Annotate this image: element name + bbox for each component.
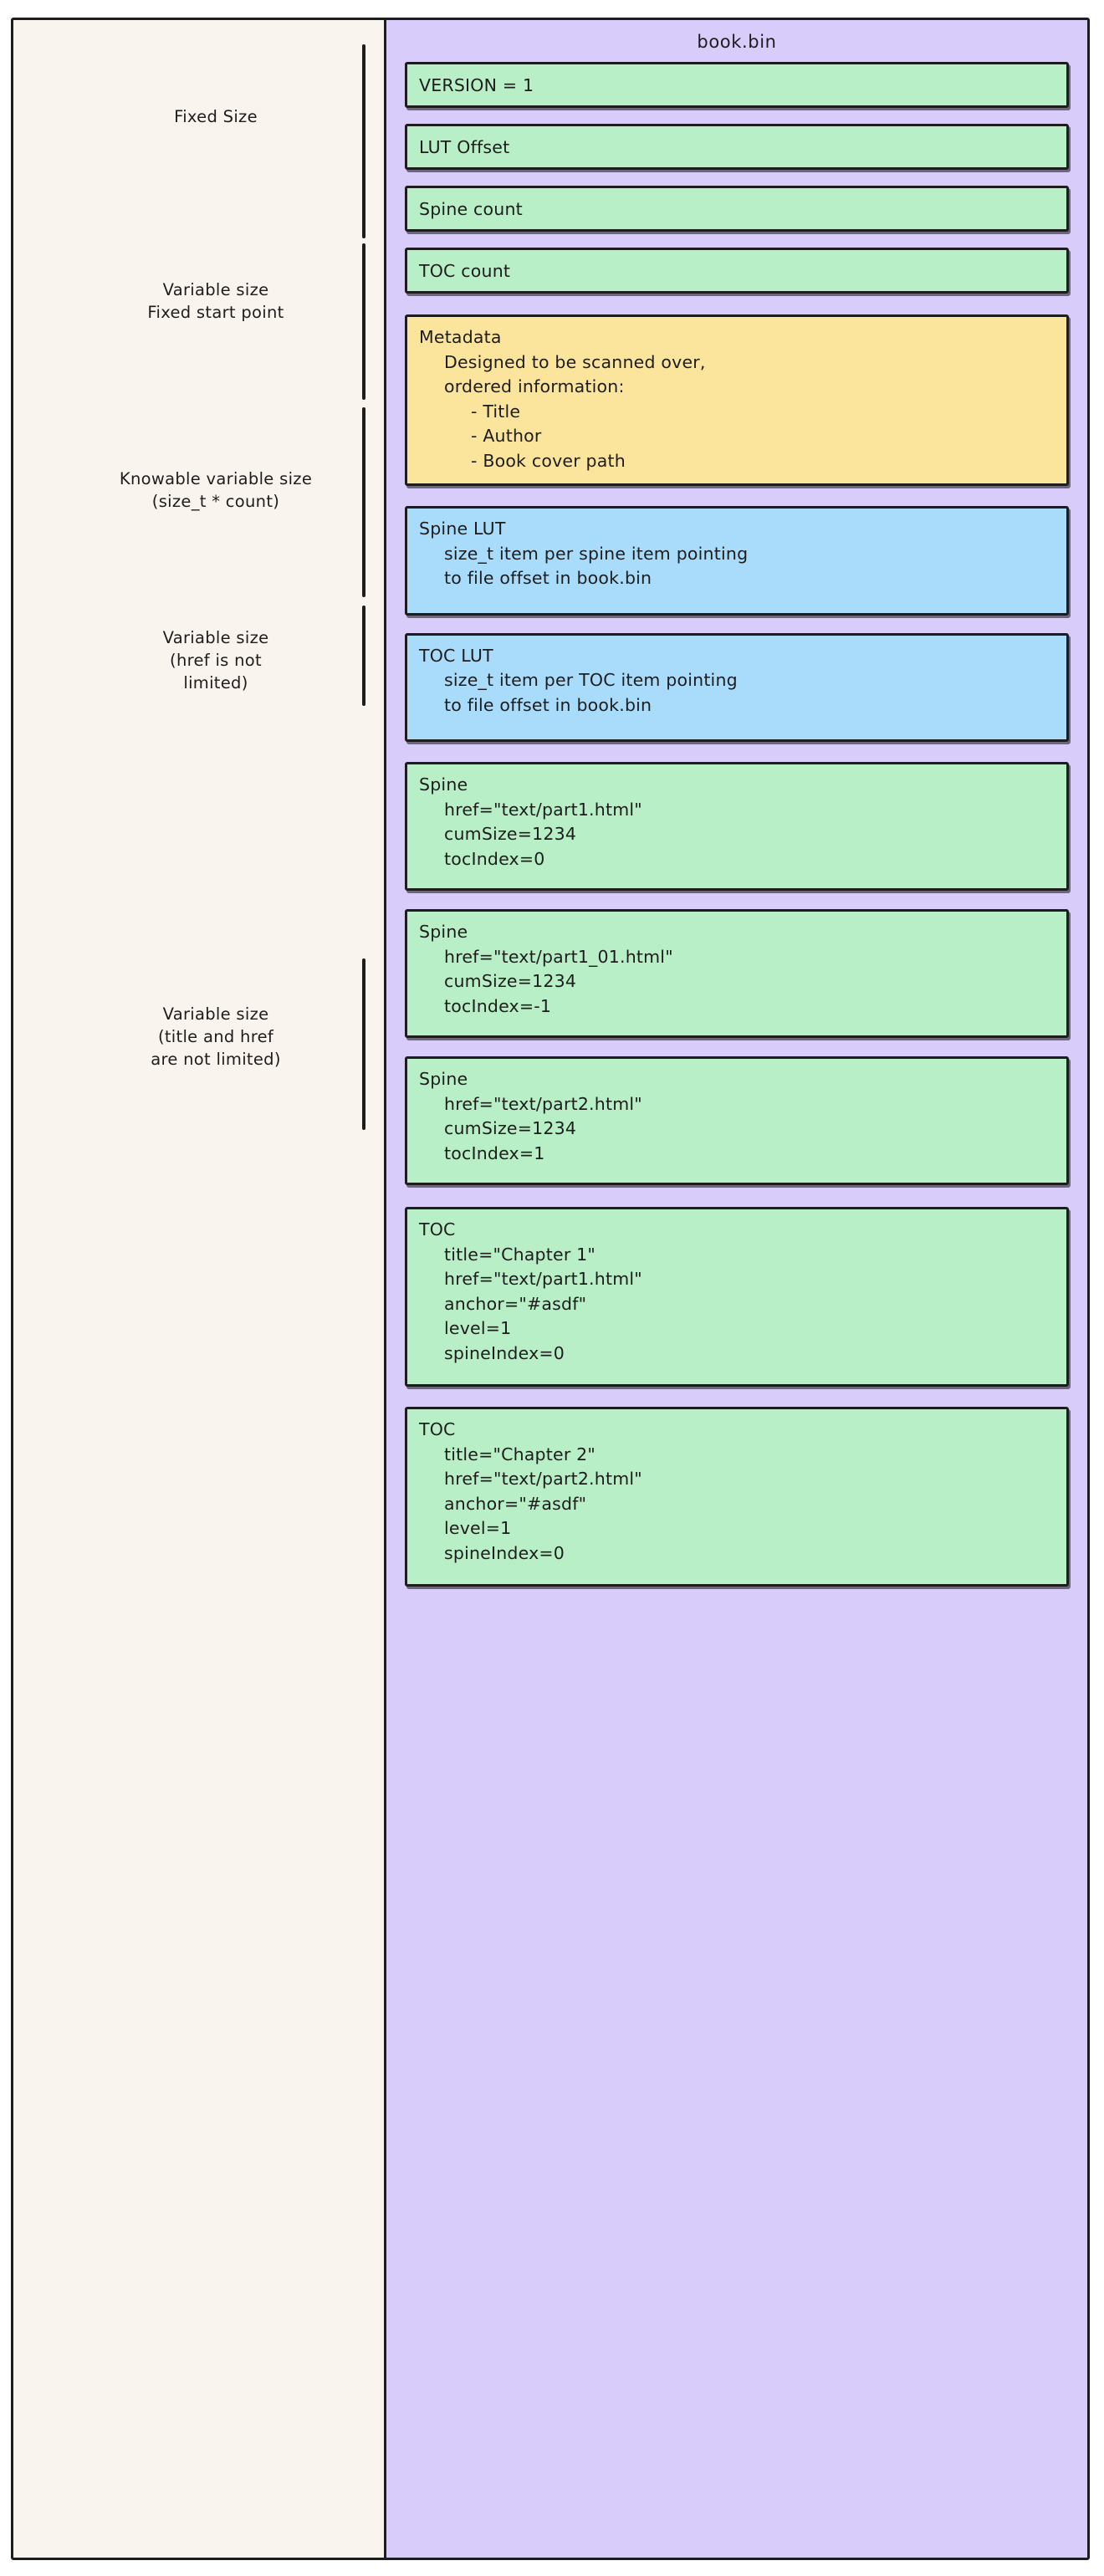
diagram-frame: Fixed Size Variable size Fixed start poi… [11,18,1090,2560]
note-variable-href: Variable size (href is not limited) [78,626,354,694]
brace-knowable-variable-size [362,407,365,597]
file-title: book.bin [697,32,777,52]
note-line: are not limited) [151,1050,281,1069]
record-toc-count: TOC count [405,248,1069,294]
record-title: TOC LUT [419,645,493,666]
spine-field: tocIndex=1 [444,1142,545,1163]
record-spine-2: Spine href="text/part2.html" cumSize=123… [405,1056,1069,1185]
metadata-bullet: - Book cover path [471,450,626,471]
toc-field: anchor="#asdf" [444,1493,587,1514]
record-toc-0: TOC title="Chapter 1" href="text/part1.h… [405,1207,1069,1387]
record-spine-lut: Spine LUT size_t item per spine item poi… [405,506,1069,616]
record-toc-lut: TOC LUT size_t item per TOC item pointin… [405,632,1069,742]
note-line: limited) [183,673,248,693]
spine-field: tocIndex=-1 [444,995,552,1016]
note-line: Variable size [162,628,269,647]
toc-field: anchor="#asdf" [444,1293,587,1314]
note-line: (title and href [157,1027,274,1046]
record-title: Metadata [419,327,502,347]
toc-field: level=1 [444,1518,512,1538]
spine-field: tocIndex=0 [444,848,545,869]
record-title: TOC [419,1419,456,1439]
brace-fixed-size [362,44,365,238]
record-version: VERSION = 1 [405,62,1069,108]
spine-field: cumSize=1234 [444,971,577,991]
toc-field: title="Chapter 1" [444,1244,596,1265]
brace-variable-href [362,606,365,706]
spine-field: cumSize=1234 [444,824,577,844]
record-title: Spine [419,922,468,942]
record-title: Spine [419,1069,468,1089]
record-title: VERSION = 1 [419,75,534,95]
spine-field: href="text/part1_01.html" [444,946,673,967]
toc-field: href="text/part2.html" [444,1469,642,1489]
brace-variable-fixed-start [362,243,365,400]
book-bin-column: book.bin VERSION = 1 LUT Offset Spine co… [386,20,1087,2558]
note-line: Knowable variable size [119,469,313,488]
lut-line: size_t item per spine item pointing [444,543,749,564]
metadata-bullet: - Title [471,401,521,422]
note-line: (href is not [170,651,262,670]
metadata-line: Designed to be scanned over, [444,351,706,372]
note-knowable-variable-size: Knowable variable size (size_t * count) [78,468,354,513]
spine-field: href="text/part2.html" [444,1093,642,1114]
record-spine-count: Spine count [405,186,1069,232]
toc-field: href="text/part1.html" [444,1269,642,1289]
note-line: Variable size [162,280,269,299]
lut-line: size_t item per TOC item pointing [444,670,738,690]
record-lut-offset: LUT Offset [405,124,1069,170]
record-title: TOC [419,1219,456,1239]
toc-field: title="Chapter 2" [444,1444,596,1464]
spine-field: cumSize=1234 [444,1118,577,1138]
note-line: Fixed start point [147,303,284,322]
note-fixed-size: Fixed Size [78,105,354,128]
toc-field: spineIndex=0 [444,1542,565,1563]
note-variable-title-href: Variable size (title and href are not li… [78,1003,354,1071]
record-title: Spine [419,774,468,795]
brace-variable-title-href [362,958,365,1130]
note-line: (size_t * count) [151,492,280,511]
record-spine-1: Spine href="text/part1_01.html" cumSize=… [405,909,1069,1038]
annotation-column: Fixed Size Variable size Fixed start poi… [13,20,386,2558]
metadata-line: ordered information: [444,376,625,396]
toc-field: level=1 [444,1318,512,1338]
record-toc-1: TOC title="Chapter 2" href="text/part2.h… [405,1407,1069,1587]
record-title: Spine LUT [419,519,506,539]
toc-field: spineIndex=0 [444,1342,565,1363]
note-line: Fixed Size [174,107,258,126]
spine-field: href="text/part1.html" [444,799,642,820]
metadata-bullet: - Author [471,426,542,446]
note-variable-fixed-start: Variable size Fixed start point [78,279,354,324]
lut-line: to file offset in book.bin [444,568,652,588]
note-line: Variable size [162,1004,269,1024]
record-title: LUT Offset [419,137,510,157]
lut-line: to file offset in book.bin [444,694,652,715]
record-metadata: Metadata Designed to be scanned over, or… [405,314,1069,486]
record-title: Spine count [419,199,523,219]
record-title: TOC count [419,261,511,281]
record-spine-0: Spine href="text/part1.html" cumSize=123… [405,762,1069,891]
